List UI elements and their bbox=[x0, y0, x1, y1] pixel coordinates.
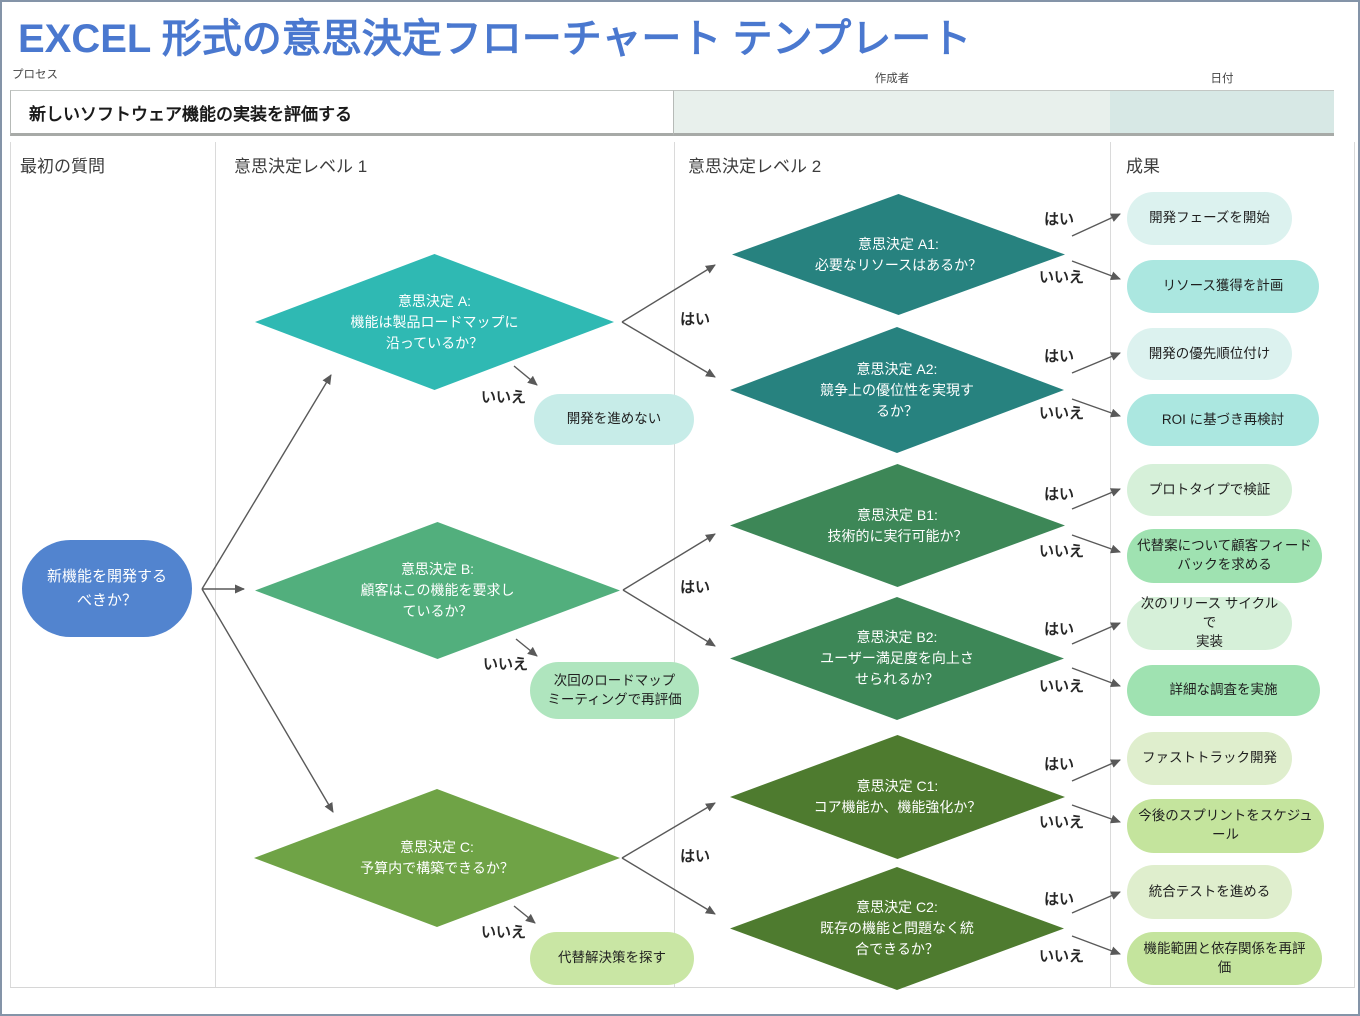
label-no-a1: いいえ bbox=[1039, 269, 1085, 286]
decision-b1-diamond[interactable]: 意思決定 B1: 技術的に実行可能か？ bbox=[730, 464, 1065, 587]
label-yes-a1: はい bbox=[1044, 211, 1075, 228]
label-no-a: いいえ bbox=[481, 389, 527, 406]
decision-c-diamond[interactable]: 意思決定 C: 予算内で構築できるか？ bbox=[254, 789, 620, 927]
column-divider-2 bbox=[674, 142, 675, 987]
date-label: 日付 bbox=[1210, 73, 1234, 85]
outcome-c1-no-capsule[interactable]: 今後のスプリントをスケジュール bbox=[1127, 799, 1324, 853]
column-header-level2: 意思決定レベル 2 bbox=[688, 157, 822, 176]
label-yes-a2: はい bbox=[1044, 348, 1075, 365]
outcome-c1-yes-capsule[interactable]: ファストトラック開発 bbox=[1127, 732, 1292, 785]
label-yes-b1: はい bbox=[1044, 486, 1075, 503]
outcome-b1-no-capsule[interactable]: 代替案について顧客フィード バックを求める bbox=[1127, 529, 1322, 583]
label-no-a2: いいえ bbox=[1039, 405, 1085, 422]
label-yes-a: はい bbox=[680, 311, 711, 328]
column-divider-3 bbox=[1110, 142, 1111, 987]
decision-c2-diamond[interactable]: 意思決定 C2: 既存の機能と問題なく統 合できるか？ bbox=[730, 867, 1064, 990]
label-no-b: いいえ bbox=[483, 656, 529, 673]
decision-b-diamond[interactable]: 意思決定 B: 顧客はこの機能を要求し ているか？ bbox=[255, 522, 620, 659]
decision-a2-diamond[interactable]: 意思決定 A2: 競争上の優位性を実現す るか？ bbox=[730, 327, 1064, 453]
outcome-c2-yes-capsule[interactable]: 統合テストを進める bbox=[1127, 865, 1292, 919]
decision-c1-diamond[interactable]: 意思決定 C1: コア機能か、機能強化か？ bbox=[730, 735, 1065, 859]
outcome-a1-yes-capsule[interactable]: 開発フェーズを開始 bbox=[1127, 192, 1292, 245]
decision-b2-diamond[interactable]: 意思決定 B2: ユーザー満足度を向上さ せられるか？ bbox=[730, 597, 1064, 720]
outcome-c2-no-capsule[interactable]: 機能範囲と依存関係を再評価 bbox=[1127, 932, 1322, 985]
decision-a1-diamond[interactable]: 意思決定 A1: 必要なリソースはあるか？ bbox=[732, 194, 1065, 315]
column-header-level1: 意思決定レベル 1 bbox=[234, 157, 368, 176]
label-no-c2: いいえ bbox=[1039, 948, 1085, 965]
no-result-a-capsule[interactable]: 開発を進めない bbox=[534, 394, 694, 445]
outcome-a2-yes-capsule[interactable]: 開発の優先順位付け bbox=[1127, 328, 1292, 380]
author-field[interactable] bbox=[674, 90, 1110, 136]
label-yes-c1: はい bbox=[1044, 756, 1075, 773]
author-label: 作成者 bbox=[874, 73, 910, 85]
label-yes-b2: はい bbox=[1044, 621, 1075, 638]
start-node[interactable]: 新機能を開発する べきか？ bbox=[22, 540, 192, 637]
page-title: EXCEL 形式の意思決定フローチャート テンプレート bbox=[18, 17, 972, 61]
chart-left-border bbox=[10, 142, 11, 987]
process-field[interactable]: 新しいソフトウェア機能の実装を評価する bbox=[10, 90, 674, 136]
label-no-c1: いいえ bbox=[1039, 814, 1085, 831]
label-yes-b: はい bbox=[680, 579, 711, 596]
no-result-b-capsule[interactable]: 次回のロードマップ ミーティングで再評価 bbox=[530, 662, 699, 719]
outcome-b1-yes-capsule[interactable]: プロトタイプで検証 bbox=[1127, 464, 1292, 516]
label-no-c: いいえ bbox=[481, 924, 527, 941]
label-no-b2: いいえ bbox=[1039, 678, 1085, 695]
label-yes-c: はい bbox=[680, 848, 711, 865]
label-yes-c2: はい bbox=[1044, 891, 1075, 908]
outcome-a2-no-capsule[interactable]: ROI に基づき再検討 bbox=[1127, 394, 1319, 446]
process-label: プロセス bbox=[12, 69, 58, 81]
outcome-a1-no-capsule[interactable]: リソース獲得を計画 bbox=[1127, 260, 1319, 313]
date-field[interactable] bbox=[1110, 90, 1334, 136]
chart-bottom-border bbox=[10, 987, 1355, 988]
column-header-outcome: 成果 bbox=[1126, 157, 1160, 176]
column-divider-1 bbox=[215, 142, 216, 987]
column-header-first-question: 最初の質問 bbox=[20, 157, 105, 176]
label-no-b1: いいえ bbox=[1039, 543, 1085, 560]
decision-a-diamond[interactable]: 意思決定 A: 機能は製品ロードマップに 沿っているか？ bbox=[255, 254, 614, 390]
no-result-c-capsule[interactable]: 代替解決策を探す bbox=[530, 932, 694, 985]
outcome-b2-yes-capsule[interactable]: 次のリリース サイクルで 実装 bbox=[1127, 596, 1292, 650]
outcome-b2-no-capsule[interactable]: 詳細な調査を実施 bbox=[1127, 665, 1320, 716]
chart-right-border bbox=[1354, 142, 1355, 987]
